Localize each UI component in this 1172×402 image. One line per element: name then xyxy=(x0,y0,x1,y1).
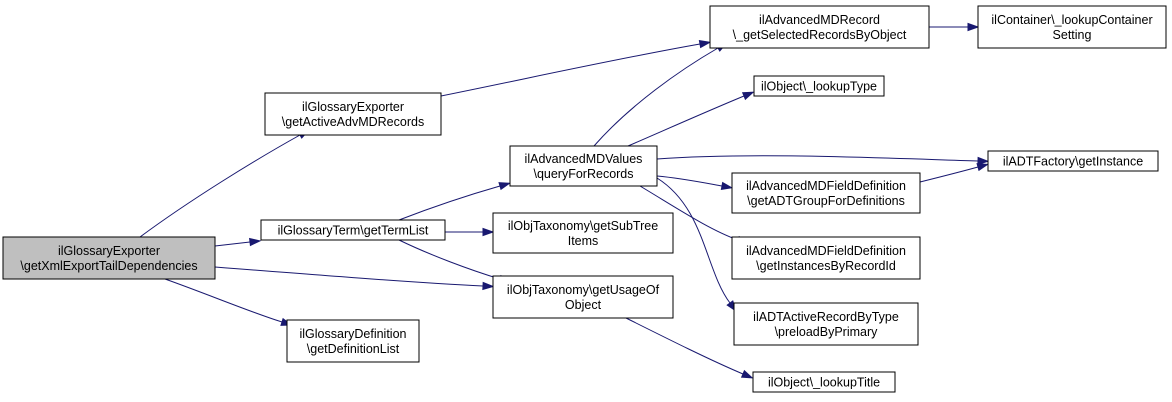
edge-arrowhead xyxy=(482,227,495,237)
edge-gloss_term-to-adv_values xyxy=(398,182,512,221)
node-box xyxy=(509,145,658,187)
node-label-line: ilAdvancedMDFieldDefinition xyxy=(746,179,906,193)
edge-line xyxy=(625,317,744,375)
node-label-line: \getDefinitionList xyxy=(307,342,400,356)
node-label-line: Setting xyxy=(1053,28,1092,42)
nodes-layer: ilGlossaryExporter\getXmlExportTailDepen… xyxy=(2,5,1167,393)
node-label-line: \getXmlExportTailDependencies xyxy=(20,259,197,273)
node-obj_title[interactable]: ilObject\_lookupTitle xyxy=(752,371,896,393)
node-label-line: ilGlossaryExporter xyxy=(58,244,160,258)
edge-root-to-gloss_def xyxy=(164,278,293,326)
edge-line xyxy=(214,241,251,247)
node-label-line: \getADTGroupForDefinitions xyxy=(747,194,905,208)
node-label-line: ilGlossaryDefinition xyxy=(300,327,407,341)
node-field_inst[interactable]: ilAdvancedMDFieldDefinition\getInstances… xyxy=(731,236,921,280)
node-obj_type[interactable]: ilObject\_lookupType xyxy=(753,75,885,97)
edge-line xyxy=(398,239,501,280)
node-adv_values[interactable]: ilAdvancedMDValues\queryForRecords xyxy=(509,145,658,187)
node-box xyxy=(731,236,921,280)
node-box xyxy=(286,319,420,363)
node-box xyxy=(753,75,885,97)
edge-line xyxy=(593,47,719,147)
edge-line xyxy=(398,185,501,221)
edge-tax_usage-to-obj_title xyxy=(625,317,754,379)
node-label-line: \getActiveAdvMDRecords xyxy=(282,115,424,129)
edge-line xyxy=(440,43,701,97)
node-box xyxy=(987,150,1159,172)
node-label-line: ilGlossaryTerm\getTermList xyxy=(278,224,429,238)
edge-arrowhead xyxy=(482,281,495,291)
edge-arrowhead xyxy=(977,156,990,166)
node-box xyxy=(492,275,674,319)
edge-gloss_exp_adv-to-adv_record xyxy=(440,39,712,97)
edge-root-to-tax_usage xyxy=(214,266,495,291)
node-label-line: ilObject\_lookupTitle xyxy=(768,376,880,390)
node-box xyxy=(264,92,442,136)
node-label-line: ilObjTaxonomy\getUsageOf xyxy=(507,283,660,297)
edge-line xyxy=(214,266,484,287)
node-gloss_term[interactable]: ilGlossaryTerm\getTermList xyxy=(260,219,446,241)
node-label-line: \preloadByPrimary xyxy=(775,325,879,339)
edge-adv_values-to-adv_record xyxy=(593,42,728,147)
node-box xyxy=(731,172,921,214)
edge-line xyxy=(639,185,739,241)
node-box xyxy=(733,302,919,346)
node-label-line: Items xyxy=(568,234,599,248)
edge-line xyxy=(656,155,979,162)
node-label-line: ilObjTaxonomy\getSubTree xyxy=(508,219,658,233)
edge-arrowhead xyxy=(740,369,754,379)
node-label-line: ilObject\_lookupType xyxy=(761,80,877,94)
node-gloss_def[interactable]: ilGlossaryDefinition\getDefinitionList xyxy=(286,319,420,363)
node-root[interactable]: ilGlossaryExporter\getXmlExportTailDepen… xyxy=(2,236,216,280)
edge-gloss_term-to-tax_subtree xyxy=(445,227,495,237)
edge-line xyxy=(656,177,731,304)
edge-field_group-to-adt_factory xyxy=(919,163,990,183)
node-label-line: ilGlossaryExporter xyxy=(302,100,404,114)
edge-line xyxy=(139,134,301,238)
edge-arrowhead xyxy=(249,237,262,247)
edge-line xyxy=(919,166,979,183)
edge-adv_values-to-obj_type xyxy=(627,91,755,147)
node-label-line: ilAdvancedMDRecord xyxy=(759,13,880,27)
node-box xyxy=(260,219,446,241)
node-label-line: \queryForRecords xyxy=(533,167,633,181)
node-label-line: ilADTActiveRecordByType xyxy=(753,310,899,324)
node-box xyxy=(709,5,930,49)
node-label-line: \_getSelectedRecordsByObject xyxy=(733,28,907,42)
node-box xyxy=(977,5,1167,49)
node-adt_factory[interactable]: ilADTFactory\getInstance xyxy=(987,150,1159,172)
node-gloss_exp_adv[interactable]: ilGlossaryExporter\getActiveAdvMDRecords xyxy=(264,92,442,136)
edge-adv_values-to-field_group xyxy=(656,175,734,191)
edge-root-to-gloss_term xyxy=(214,237,262,247)
node-label-line: ilAdvancedMDFieldDefinition xyxy=(746,244,906,258)
node-label-line: \getInstancesByRecordId xyxy=(756,259,896,273)
node-adv_record[interactable]: ilAdvancedMDRecord\_getSelectedRecordsBy… xyxy=(709,5,930,49)
node-label-line: ilAdvancedMDValues xyxy=(525,152,643,166)
node-label-line: ilContainer\_lookupContainer xyxy=(991,13,1152,27)
node-label-line: Object xyxy=(565,298,602,312)
edge-adv_values-to-adt_factory xyxy=(656,155,990,166)
node-box xyxy=(2,236,216,280)
edge-line xyxy=(656,175,723,187)
node-adt_active[interactable]: ilADTActiveRecordByType\preloadByPrimary xyxy=(733,302,919,346)
node-box xyxy=(752,371,896,393)
edge-arrowhead xyxy=(967,22,980,32)
node-box xyxy=(492,212,674,254)
edge-arrowhead xyxy=(498,182,512,191)
edge-arrowhead xyxy=(976,163,990,172)
edge-arrowhead xyxy=(698,39,712,49)
node-label-line: ilADTFactory\getInstance xyxy=(1003,155,1143,169)
edge-line xyxy=(164,278,283,323)
edge-arrowhead xyxy=(720,181,734,191)
edge-arrowhead xyxy=(741,91,755,101)
node-field_group[interactable]: ilAdvancedMDFieldDefinition\getADTGroupF… xyxy=(731,172,921,214)
edge-adv_record-to-container xyxy=(929,22,980,32)
edge-line xyxy=(627,95,745,147)
